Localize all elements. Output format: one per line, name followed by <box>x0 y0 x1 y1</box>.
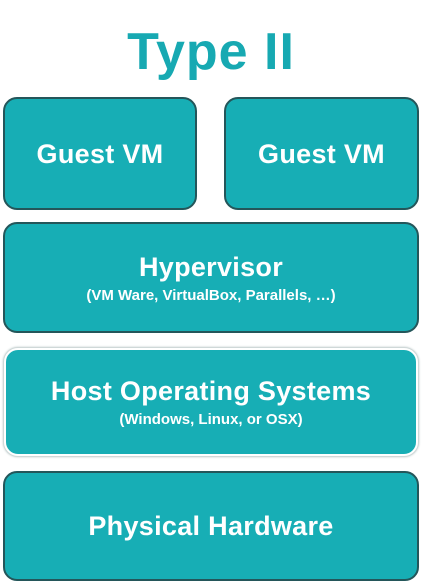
host-os-label: Host Operating Systems <box>50 376 372 406</box>
hypervisor-box: Hypervisor (VM Ware, VirtualBox, Paralle… <box>3 222 419 333</box>
guest-vm-box-left: Guest VM <box>3 97 197 210</box>
guest-vm-box-right: Guest VM <box>224 97 419 210</box>
diagram-title: Type II <box>127 23 295 81</box>
hypervisor-examples: (VM Ware, VirtualBox, Parallels, …) <box>86 286 336 304</box>
physical-hardware-label: Physical Hardware <box>88 511 334 541</box>
hypervisor-label: Hypervisor <box>138 251 284 282</box>
host-os-examples: (Windows, Linux, or OSX) <box>119 411 303 428</box>
physical-hardware-box: Physical Hardware <box>3 471 419 581</box>
host-os-box: Host Operating Systems (Windows, Linux, … <box>4 348 418 456</box>
guest-vm-label-left: Guest VM <box>36 138 164 169</box>
guest-vm-label-right: Guest VM <box>258 138 385 169</box>
